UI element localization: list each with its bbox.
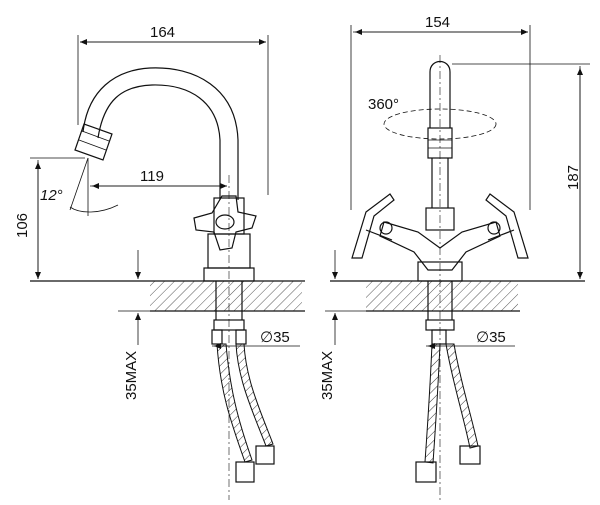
dim-angle: 12° <box>40 187 63 204</box>
spout-outer <box>82 67 239 200</box>
spout-inner <box>97 84 221 200</box>
body-right <box>425 207 455 231</box>
handle-left-right-view <box>351 193 395 259</box>
hose-right-1 <box>424 343 441 464</box>
dim-height-right: 187 <box>565 165 582 190</box>
dim-rotation: 360° <box>368 96 399 113</box>
dim-max-thickness-left: 35MAX <box>123 351 140 400</box>
hose-right-2 <box>445 343 479 449</box>
left-view: 164 119 12° 106 35MAX ∅35 <box>14 24 305 500</box>
dim-left-width: 164 <box>150 24 175 41</box>
hose-left-1 <box>216 343 253 463</box>
aerator <box>74 123 113 161</box>
hose-left-2 <box>235 343 274 447</box>
dim-diameter-left: ∅35 <box>260 329 290 346</box>
dim-spout-reach: 119 <box>140 168 164 185</box>
hose-nut-right-2 <box>459 445 481 465</box>
right-view: 360° 154 <box>319 14 590 500</box>
dim-height-left: 106 <box>14 213 31 238</box>
hose-nut-left-1 <box>235 461 255 483</box>
handle-right-right-view <box>485 193 529 259</box>
dim-right-width: 154 <box>425 14 450 31</box>
countertop-right <box>366 281 518 311</box>
cross-handle-left <box>193 195 257 251</box>
dim-diameter-right: ∅35 <box>476 329 506 346</box>
hose-nut-left-2 <box>255 445 275 465</box>
dim-max-thickness-right: 35MAX <box>319 351 336 400</box>
countertop-left <box>150 281 302 311</box>
hose-nut-right-1 <box>415 461 437 483</box>
